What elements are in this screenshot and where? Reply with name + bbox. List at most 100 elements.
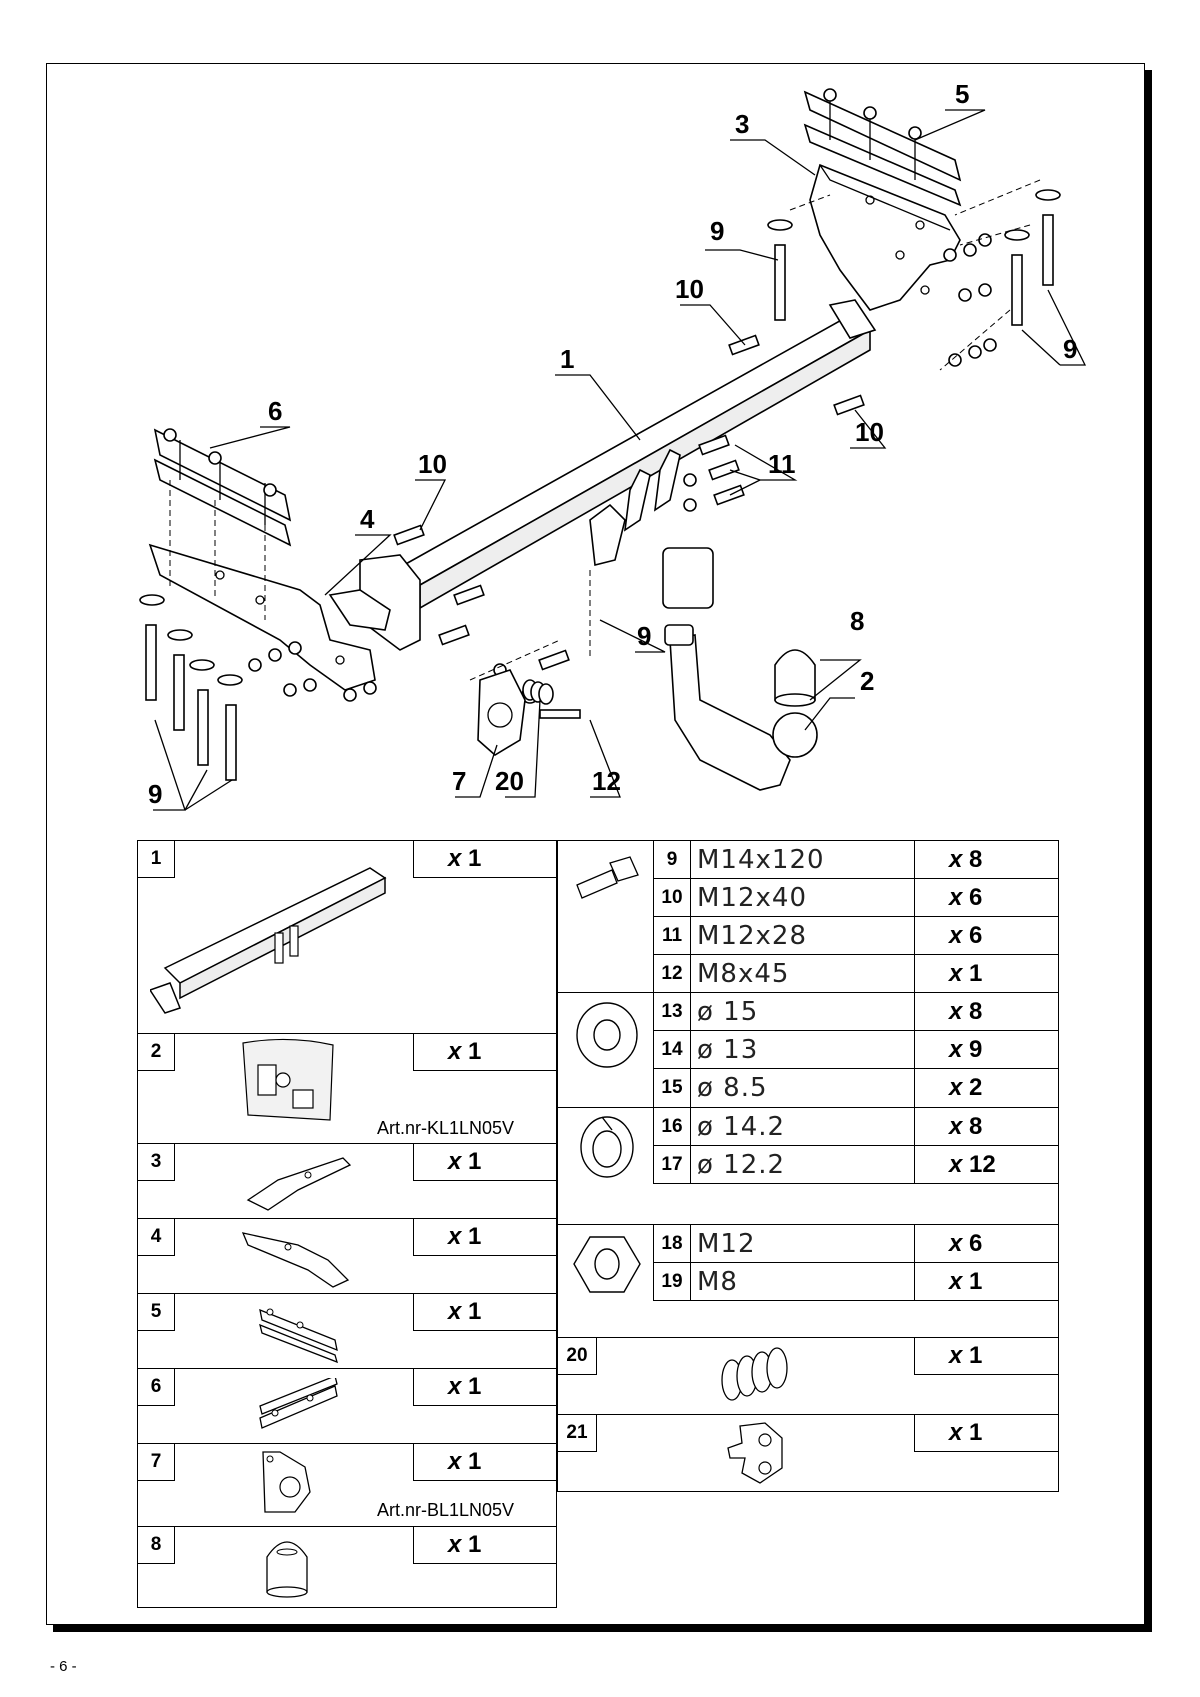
hw-spec-14: ø 13 [690,1030,915,1069]
hw-qty-12: x 1 [914,954,1059,993]
callout-5: 5 [955,79,969,109]
exploded-assembly-diagram: 1 2 3 4 5 6 7 8 9 9 9 9 10 10 10 11 12 2… [139,79,1087,811]
bracket-3-icon [246,1157,352,1211]
hw-qty-16: x 8 [914,1107,1059,1146]
hw-spec-11: M12x28 [690,916,915,955]
spring-icon [721,1347,788,1401]
hw-num-9: 9 [653,840,691,879]
ball-cover-icon [266,1541,308,1598]
part-qty-6: x 1 [413,1368,557,1406]
part-qty-3: x 1 [413,1143,557,1181]
part-qty-7: x 1 [413,1443,557,1481]
part-num-1: 1 [137,840,175,878]
hw-num-17: 17 [653,1145,691,1184]
washer-icon [576,1002,638,1068]
callout-3: 3 [735,109,749,139]
callout-9-right: 9 [1063,334,1077,364]
bolt-icon-cell [557,840,654,994]
part-num-6: 6 [137,1368,175,1406]
hw-qty-11: x 6 [914,916,1059,955]
callout-1: 1 [560,344,574,374]
hw-num-10: 10 [653,878,691,917]
part-qty-2: x 1 [413,1033,557,1071]
callout-7: 7 [452,766,466,796]
hw-qty-15: x 2 [914,1068,1059,1108]
spring-20 [522,679,554,705]
hw-num-20: 20 [557,1337,597,1375]
hw-qty-18: x 6 [914,1224,1059,1263]
page-number: - 6 - [50,1658,77,1675]
hw-qty-17: x 12 [914,1145,1059,1184]
part-num-7: 7 [137,1443,175,1481]
hw-spec-15: ø 8.5 [690,1068,915,1108]
bracket-5-icon [259,1308,338,1364]
callout-8: 8 [850,606,864,636]
towbar-kit-icon [242,1038,334,1121]
hw-spec-18: M12 [690,1224,915,1263]
spring-washer-icon [580,1116,634,1178]
socket-plate-icon [262,1451,311,1513]
article-number-2: Art.nr-KL1LN05V [377,1118,515,1138]
hw-qty-13: x 8 [914,992,1059,1031]
callout-4: 4 [360,504,375,534]
mounting-bracket-icon [727,1422,783,1484]
crossbar-icon [150,867,387,1014]
socket-bracket-7 [477,669,526,756]
bracket-4-icon [241,1232,350,1288]
main-crossbar [328,299,877,651]
callout-12: 12 [592,766,621,796]
bracket-5 [803,88,962,207]
part-num-5: 5 [137,1293,175,1331]
long-bolts-left [139,594,243,781]
callout-9-left: 9 [148,779,162,809]
part-num-2: 2 [137,1033,175,1071]
hw-num-21: 21 [557,1414,597,1452]
hw-qty-19: x 1 [914,1262,1059,1301]
hw-qty-9: x 8 [914,840,1059,879]
part-num-8: 8 [137,1526,175,1564]
nuts-washers [248,233,997,704]
callout-20: 20 [495,766,524,796]
hw-spec-17: ø 12.2 [690,1145,915,1184]
part-num-3: 3 [137,1143,175,1181]
hw-num-18: 18 [653,1224,691,1263]
callout-11: 11 [768,449,796,479]
callout-2: 2 [860,666,874,696]
bracket-6-icon [259,1378,338,1429]
hw-qty-20: x 1 [914,1337,1059,1375]
bolt-icon [576,856,639,899]
hw-num-11: 11 [653,916,691,955]
callout-10-top: 10 [675,274,704,304]
hw-spec-19: M8 [690,1262,915,1301]
hw-num-19: 19 [653,1262,691,1301]
callout-9-top: 9 [710,216,724,246]
callout-9-center: 9 [637,621,651,651]
hw-spec-13: ø 15 [690,992,915,1031]
assembly-guides [169,179,1041,681]
part-qty-5: x 1 [413,1293,557,1331]
part-qty-8: x 1 [413,1526,557,1564]
bracket-6 [153,428,292,547]
leader-lines [153,109,1087,811]
hw-qty-14: x 9 [914,1030,1059,1069]
hw-num-14: 14 [653,1030,691,1069]
callout-10-right: 10 [855,417,884,447]
article-number-7: Art.nr-BL1LN05V [377,1500,515,1520]
hw-spec-9: M14x120 [690,840,915,879]
hw-num-16: 16 [653,1107,691,1146]
ball-cover-8 [774,649,816,707]
part-num-4: 4 [137,1218,175,1256]
hw-spec-16: ø 14.2 [690,1107,915,1146]
bracket-3 [809,163,961,311]
hw-qty-21: x 1 [914,1414,1059,1452]
tow-ball-neck [662,547,818,791]
part-qty-1: x 1 [413,840,557,878]
bracket-4 [148,543,376,691]
hw-num-13: 13 [653,992,691,1031]
hw-num-15: 15 [653,1068,691,1108]
hw-qty-10: x 6 [914,878,1059,917]
hw-num-12: 12 [653,954,691,993]
nut-icon [573,1236,641,1293]
part-qty-4: x 1 [413,1218,557,1256]
hw-spec-10: M12x40 [690,878,915,917]
